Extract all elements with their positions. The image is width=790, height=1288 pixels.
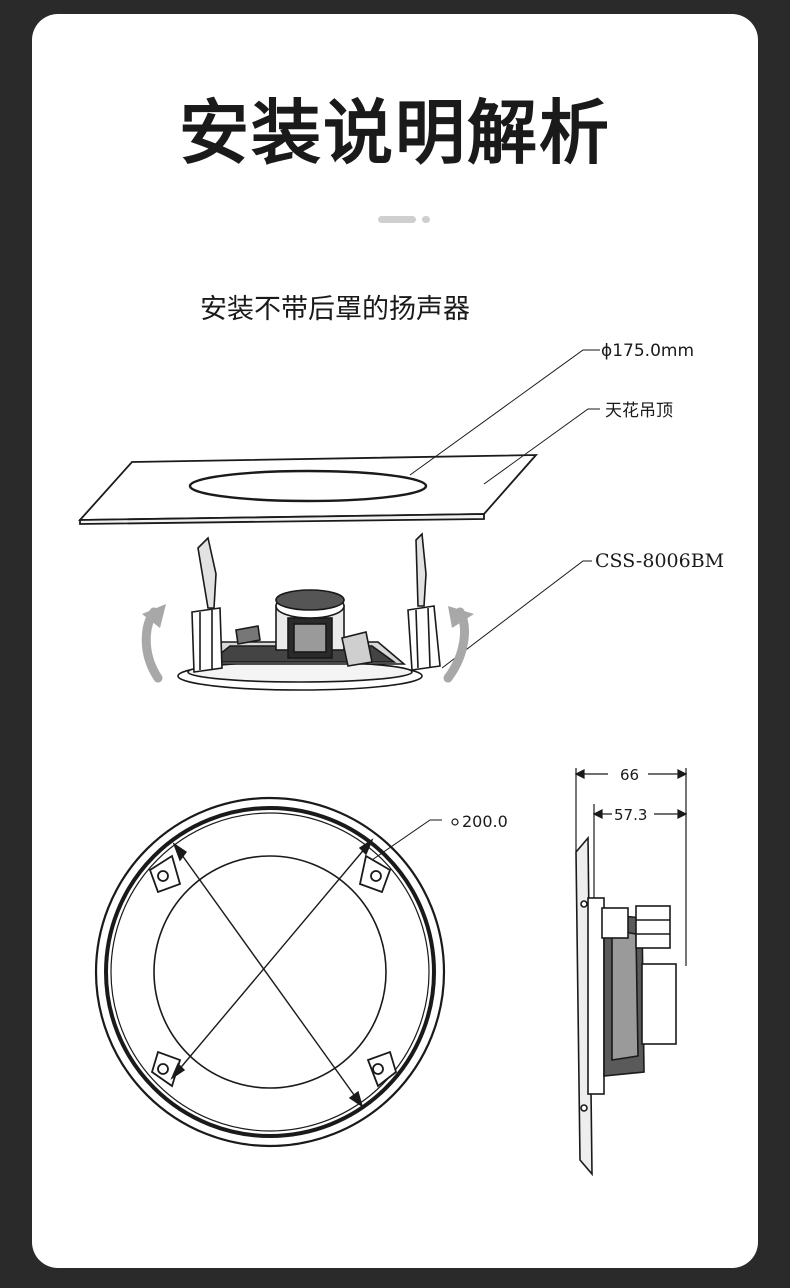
model-leader-line (441, 560, 592, 669)
ceiling-leader-line (483, 408, 600, 485)
section-title: 安装不带后罩的扬声器 (200, 294, 470, 325)
speaker-perspective (177, 589, 423, 691)
content-card: 安装说明解析 安装不带后罩的扬声器 ϕ175.0mm 天花吊顶 CSS-8006… (32, 14, 758, 1268)
diameter-symbol-icon (451, 818, 459, 826)
speaker-side-view (575, 835, 677, 1177)
ceiling-label: 天花吊顶 (605, 401, 673, 421)
speaker-front-view (94, 796, 446, 1148)
cutout-diameter-label: ϕ175.0mm (601, 341, 694, 361)
installation-diagram: ϕ175.0mm 天花吊顶 CSS-8006BM (77, 341, 724, 1177)
cutout-leader-line (409, 349, 600, 476)
model-label: CSS-8006BM (595, 550, 724, 572)
side-depth-body-label: 57.3 (614, 806, 647, 824)
front-diameter-label: 200.0 (462, 812, 508, 831)
diameter-arrows (170, 819, 442, 1108)
divider-dash (378, 216, 416, 223)
page-title: 安装说明解析 (179, 92, 611, 174)
screw-tabs (148, 854, 398, 1088)
rotation-arrow-left (141, 604, 166, 683)
ceiling-cutout (188, 469, 428, 503)
mounting-clamp-left (191, 536, 223, 673)
side-dimension-lines (574, 768, 688, 966)
rotation-arrow-right (443, 606, 474, 683)
divider-dot (422, 216, 430, 223)
side-depth-total-label: 66 (620, 766, 639, 784)
mounting-clamp-right (407, 532, 441, 671)
